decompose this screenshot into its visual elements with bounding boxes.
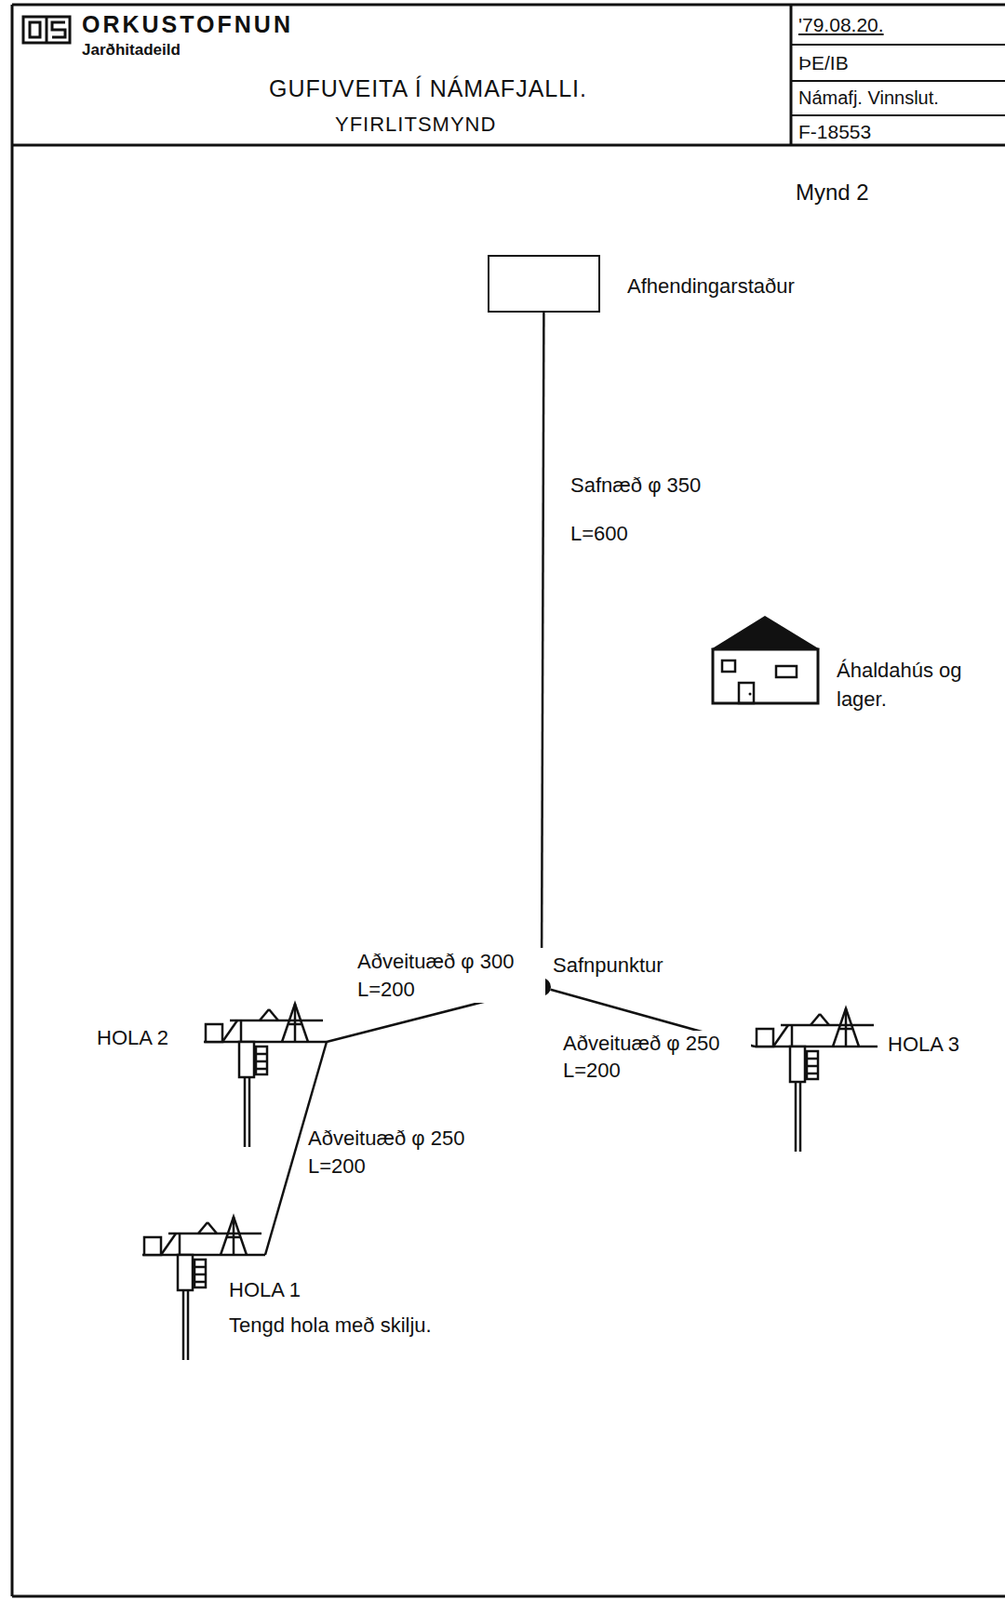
pipe-line xyxy=(541,312,544,979)
pipe-label: Aðveituæð φ 300 L=200 xyxy=(355,948,546,1004)
department-name: Jarðhitadeild xyxy=(81,40,181,60)
drawing-subtitle: YFIRLITSMYND xyxy=(335,112,496,137)
node-note: Tengd hola með skilju. xyxy=(228,1313,432,1339)
logo xyxy=(23,16,70,43)
house-symbol xyxy=(709,614,822,707)
drawing-title: GUFUVEITA Í NÁMAFJALLI. xyxy=(223,74,633,103)
date-cell: '79.08.20. xyxy=(798,13,885,37)
well-node: HOLA 1Tengd hola með skilju. xyxy=(142,1213,266,1363)
node-label: Áhaldahús og lager. xyxy=(836,656,1000,715)
node-label: Afhendingarstaður xyxy=(627,274,795,299)
pipe-label: Aðveituæð φ 250 L=200 xyxy=(306,1125,496,1180)
pipe-label: Aðveituæð φ 250 L=200 xyxy=(561,1031,751,1085)
drawing-number: F-18553 xyxy=(798,120,871,144)
figure-number: Mynd 2 xyxy=(795,179,870,207)
delivery-box: Afhendingarstaður xyxy=(487,254,601,313)
initials-cell: ÞE/IB xyxy=(798,51,849,75)
node-label: HOLA 1 xyxy=(228,1278,301,1303)
well-node: HOLA 3 xyxy=(754,1005,878,1154)
node-label: HOLA 2 xyxy=(96,1026,169,1051)
wellhead-symbol xyxy=(754,1008,878,1153)
node-label: Safnpunktur xyxy=(552,953,664,979)
house-node: Áhaldahús og lager. xyxy=(709,614,822,707)
pipe-label: Safnæð φ 350 L=600 xyxy=(568,461,726,558)
organisation-name: ORKUSTOFNUN xyxy=(81,10,294,39)
project-cell: Námafj. Vinnslut. xyxy=(798,86,939,109)
node-label: HOLA 3 xyxy=(887,1032,960,1058)
